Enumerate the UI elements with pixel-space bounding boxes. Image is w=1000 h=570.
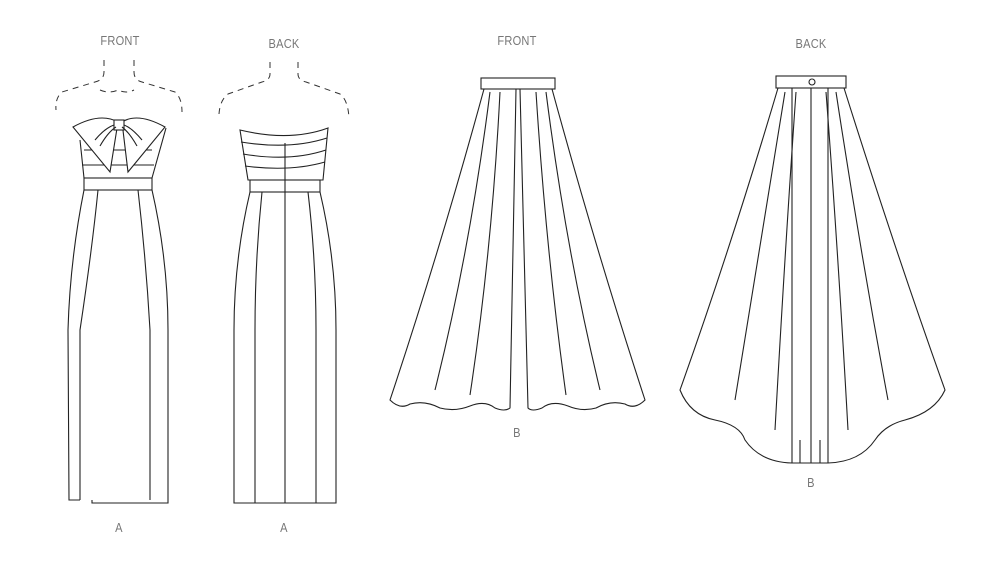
dress-back-drawing: [218, 62, 350, 504]
skirt-front-view-label: B: [513, 425, 521, 440]
skirt-back-view-label: B: [807, 475, 815, 490]
skirt-back-drawing: [679, 75, 946, 464]
skirt-back-title: BACK: [795, 36, 827, 51]
skirt-front-drawing: [389, 77, 646, 411]
dress-front-drawing: [55, 60, 183, 504]
skirt-front-title: FRONT: [497, 33, 537, 48]
dress-front-view-label: A: [115, 520, 123, 535]
dress-front-title: FRONT: [100, 33, 140, 48]
dress-back-view-label: A: [280, 520, 288, 535]
dress-back-title: BACK: [268, 36, 300, 51]
